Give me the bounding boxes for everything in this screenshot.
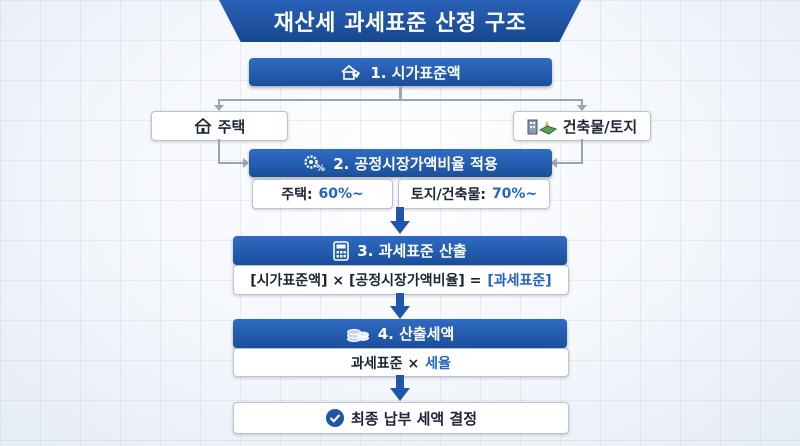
ratio-land-box: 토지/건축물: 70%~ [398, 179, 550, 209]
house-price-tag-icon [340, 63, 362, 81]
step1-label: 1. 시가표준액 [370, 63, 461, 82]
connector-branch-horizontal [218, 99, 583, 101]
step1-box: 1. 시가표준액 [249, 58, 552, 86]
connector-right-down [581, 99, 583, 107]
ratio-land-label: 토지/건축물: [410, 187, 486, 203]
coins-icon [346, 324, 370, 344]
house-icon [194, 118, 212, 134]
arrow-to-step4 [390, 293, 410, 319]
step4-formula-result: 세율 [425, 355, 451, 372]
step4-formula-left: 과세표준 × [351, 355, 420, 372]
ratio-house-box: 주택: 60%~ [252, 179, 393, 209]
svg-text:%: % [316, 164, 325, 173]
connector-step1-down [399, 86, 402, 100]
connector-right-to-step2-h [557, 162, 583, 164]
arrowhead-right-to-step2 [551, 158, 557, 168]
arrow-to-step3 [390, 207, 410, 234]
calculator-icon [333, 240, 350, 261]
ratio-house-value: 60%~ [318, 186, 364, 202]
branch-house-box: 주택 [151, 111, 288, 141]
final-box: 최종 납부 세액 결정 [233, 402, 569, 434]
step3-formula-left: [시가표준액] × [공정시장가액비율] = [250, 273, 482, 289]
gear-percent-icon: % [303, 153, 325, 173]
final-label: 최종 납부 세액 결정 [350, 409, 478, 428]
step2-label: 2. 공정시장가액비율 적용 [333, 154, 498, 173]
branch-building-label: 건축물/토지 [562, 117, 638, 136]
connector-left-to-step2-v [218, 139, 220, 163]
arrowhead-left [214, 105, 224, 111]
step2-box: % 2. 공정시장가액비율 적용 [249, 149, 552, 177]
step4-box: 4. 산출세액 [233, 319, 567, 348]
check-circle-icon [325, 408, 345, 428]
branch-building-box: 건축물/토지 [513, 111, 651, 141]
step3-box: 3. 과세표준 산출 [233, 236, 567, 265]
connector-right-to-step2-v [581, 139, 583, 163]
ratio-house-label: 주택: [281, 187, 313, 203]
arrowhead-left-to-step2 [243, 158, 249, 168]
step3-formula-box: [시가표준액] × [공정시장가액비율] = [과세표준] [233, 265, 569, 295]
diagram-title: 재산세 과세표준 산정 구조 [219, 0, 581, 42]
building-land-icon [527, 117, 557, 135]
ratio-land-value: 70%~ [491, 186, 538, 202]
step4-formula-box: 과세표준 × 세율 [233, 348, 569, 377]
step4-label: 4. 산출세액 [377, 325, 455, 343]
step3-label: 3. 과세표준 산출 [357, 242, 467, 260]
step3-formula-result: [과세표준] [487, 273, 552, 289]
arrow-to-final [390, 375, 410, 401]
connector-left-to-step2-h [218, 162, 244, 164]
connector-left-down [218, 99, 220, 107]
arrowhead-right [577, 105, 587, 111]
branch-house-label: 주택 [217, 117, 246, 136]
